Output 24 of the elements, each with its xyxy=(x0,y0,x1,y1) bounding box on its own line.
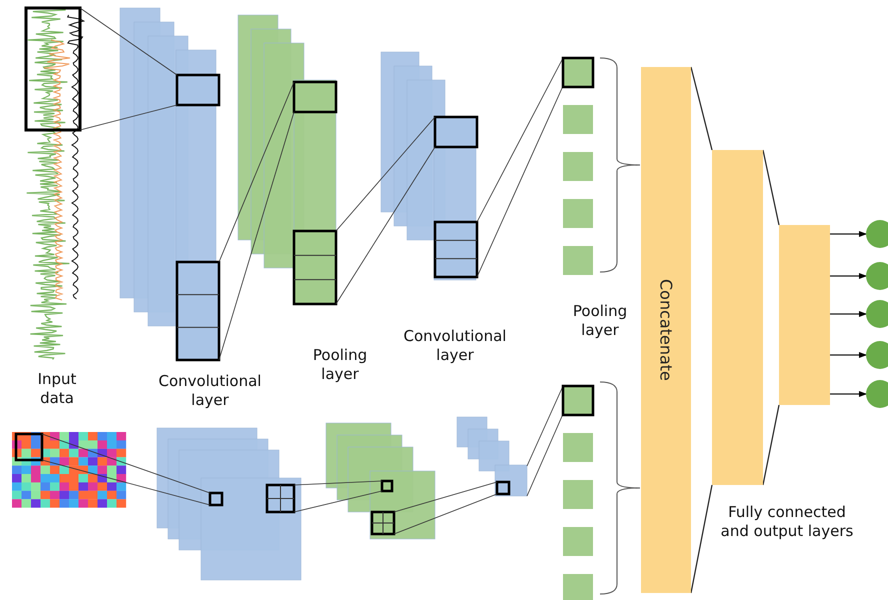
arrow xyxy=(830,311,867,317)
layer-label: Pooling layer xyxy=(312,346,368,384)
layer-label: Convolutional layer xyxy=(158,372,262,410)
layer-label: Pooling layer xyxy=(572,302,628,340)
arrow xyxy=(830,273,867,279)
output-node xyxy=(866,262,888,290)
arrow xyxy=(830,231,867,237)
layer-label: Input data xyxy=(36,370,78,408)
connector-line xyxy=(690,484,713,594)
dense-layer xyxy=(779,225,830,405)
arrow xyxy=(830,352,867,358)
concatenation-layer xyxy=(641,67,691,593)
output-node xyxy=(866,300,888,328)
output-node xyxy=(866,220,888,248)
connector-line xyxy=(762,150,780,226)
output-node xyxy=(866,341,888,369)
arrow xyxy=(830,391,867,397)
layer-label: Fully connected and output layers xyxy=(720,503,854,540)
connector-line xyxy=(690,66,713,150)
dense-layer xyxy=(712,150,763,485)
layer-label: Convolutional layer xyxy=(402,327,508,364)
layer-name: Concatenate xyxy=(656,279,676,381)
connector-line xyxy=(762,404,780,486)
output-node xyxy=(866,380,888,408)
